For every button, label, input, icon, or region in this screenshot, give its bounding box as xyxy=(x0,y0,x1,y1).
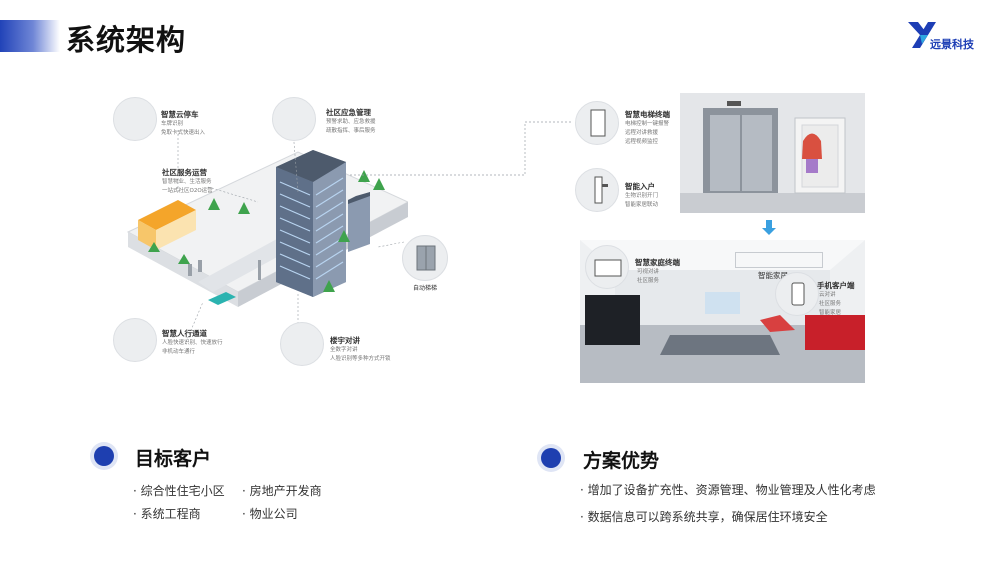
pedestrian-title: 智慧人行通道 xyxy=(162,329,207,338)
home-terminal-title: 智慧家庭终端 xyxy=(635,258,680,267)
elevator-entry-illustration xyxy=(680,93,865,213)
community-architecture-diagram: 智慧云停车 车牌识别 免取卡式快速出入 社区应急管理 预警求助、应急救援 疏散指… xyxy=(108,92,408,377)
community-illustration xyxy=(126,129,408,343)
customer-item: · 系统工程商 xyxy=(133,507,201,521)
emergency-pole-icon xyxy=(272,97,316,141)
intercom-desc: 全数字对讲 人脸识别等多种方式开锁 xyxy=(330,347,391,362)
home-terminal-desc: 可视对讲 社区服务 xyxy=(637,269,660,284)
customer-item: · 物业公司 xyxy=(242,507,298,521)
smart-home-device-bar xyxy=(735,252,823,268)
advantages-title: 方案优势 xyxy=(583,450,660,472)
elevator-entry-panel: 智慧电梯终端 电梯控制一键报警 远程对讲救援 远程视频监控 智能入户 生物识别开… xyxy=(570,93,865,213)
advantages-bullet-icon xyxy=(541,448,561,468)
parking-desc: 车牌识别 免取卡式快速出入 xyxy=(161,121,206,136)
parking-title: 智慧云停车 xyxy=(161,110,199,119)
smart-entry-desc: 生物识别开门 智能家居联动 xyxy=(625,193,659,208)
smart-home-label: 智能家居 xyxy=(758,271,788,280)
elevator-terminal-icon xyxy=(575,101,619,145)
target-customers-title: 目标客户 xyxy=(135,448,212,470)
elevator-label: 自动梯梯 xyxy=(413,285,438,292)
mobile-phone-icon xyxy=(775,272,819,316)
connector-line xyxy=(350,121,572,176)
title-accent-bar xyxy=(0,20,60,52)
community-ops-title: 社区服务运营 xyxy=(162,168,207,177)
down-arrow-icon xyxy=(762,220,776,235)
advantage-item: · 增加了设备扩充性、资源管理、物业管理及人性化考虑 xyxy=(580,483,876,497)
pedestrian-gate-icon xyxy=(113,318,157,362)
elevator-icon xyxy=(402,235,448,281)
pedestrian-desc: 人脸快速识别、快速放行 非机动车通行 xyxy=(162,340,223,355)
advantage-item: · 数据信息可以跨系统共享，确保居住环境安全 xyxy=(580,510,828,524)
mobile-desc: 云对讲 社区服务 智能家居 xyxy=(819,292,842,316)
elevator-terminal-title: 智慧电梯终端 xyxy=(625,110,670,119)
customer-item: · 房地产开发商 xyxy=(242,484,322,498)
company-logo-icon xyxy=(908,22,936,48)
emergency-title: 社区应急管理 xyxy=(326,108,371,117)
emergency-desc: 预警求助、应急救援 疏散指挥、事后服务 xyxy=(326,119,376,134)
community-ops-desc: 智慧物业、生活服务 一站式社区O2O运营 xyxy=(162,179,213,194)
target-customers-bullet-icon xyxy=(94,446,114,466)
parking-gate-icon xyxy=(113,97,157,141)
smart-entry-title: 智能入户 xyxy=(625,182,655,191)
mobile-title: 手机客户端 xyxy=(817,281,855,290)
page-title: 系统架构 xyxy=(66,23,187,57)
elevator-terminal-desc: 电梯控制一键报警 远程对讲救援 远程视频监控 xyxy=(625,121,670,145)
intercom-title: 楼宇对讲 xyxy=(330,336,360,345)
smart-lock-icon xyxy=(575,168,619,212)
logo-text: 远景科技 xyxy=(930,38,974,51)
smart-home-panel: 智慧家庭终端 可视对讲 社区服务 智能家居 手机客户端 云对讲 社区服务 智能家… xyxy=(580,240,865,383)
home-terminal-icon xyxy=(585,245,629,289)
customer-item: · 综合性住宅小区 xyxy=(133,484,225,498)
intercom-panel-icon xyxy=(280,322,324,366)
